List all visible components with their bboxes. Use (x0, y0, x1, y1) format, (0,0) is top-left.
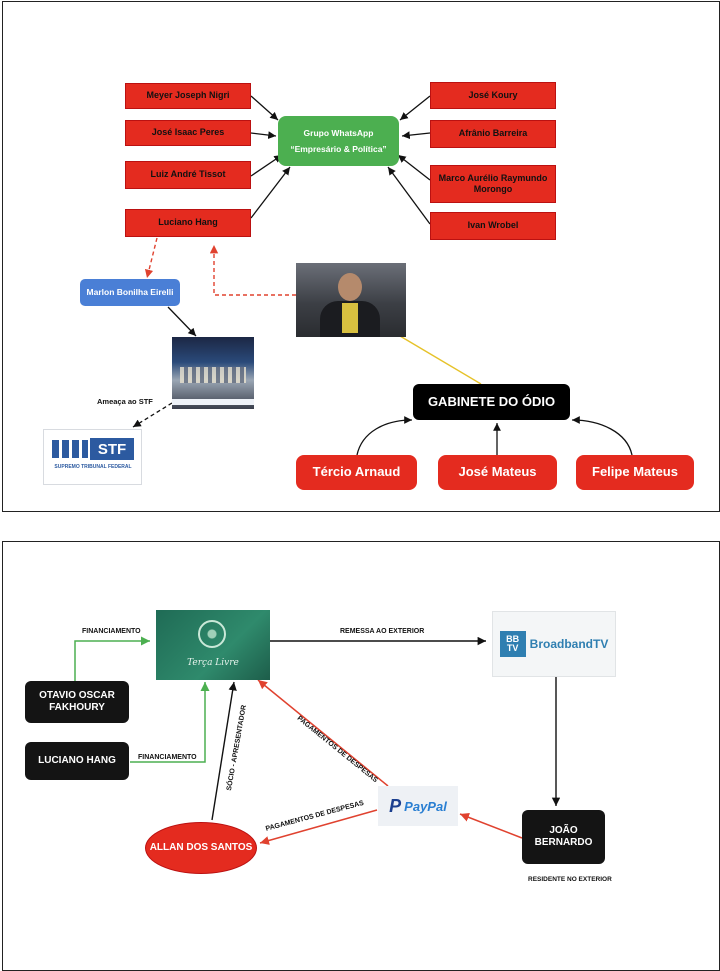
edge-tissot-hub (250, 154, 283, 177)
edge-isaac-hub (250, 131, 277, 139)
news-photo-caption-bar (172, 399, 254, 405)
member-marco-aurelio-morongo: Marco Aurélio Raymundo Morongo (430, 165, 556, 203)
stf-logo-subtitle: SUPREMO TRIBUNAL FEDERAL (54, 464, 132, 470)
edge-hang-hub (250, 166, 291, 219)
member-felipe-mateus: Felipe Mateus (576, 455, 694, 490)
edge-allan-terca (211, 681, 237, 821)
news-photo (172, 337, 254, 409)
label-financiamento-luciano: FINANCIAMENTO (138, 754, 197, 761)
edge-photo-stf (132, 402, 173, 428)
member-luciano-hang: Luciano Hang (125, 209, 251, 237)
person-shirt (342, 303, 358, 333)
broadbandtv-logo: BB TV BroadbandTV (492, 611, 616, 677)
person-photo (296, 263, 406, 337)
person-head (338, 273, 362, 301)
member-afranio-barreira: Afrânio Barreira (430, 120, 556, 148)
node-luciano-hang: LUCIANO HANG (25, 742, 129, 780)
edge-koury-hub (399, 95, 431, 121)
edge-paypal-terca (257, 679, 389, 787)
terca-livre-logo: Terça Livre (156, 610, 270, 680)
node-otavio-oscar-fakhoury: OTAVIO OSCAR FAKHOURY (25, 681, 129, 723)
paypal-logo: P PayPal (378, 786, 458, 826)
member-luiz-andre-tissot: Luiz André Tissot (125, 161, 251, 189)
label-financiamento-otavio: FINANCIAMENTO (82, 628, 141, 635)
node-allan-dos-santos: ALLAN DOS SANTOS (145, 822, 257, 874)
member-ivan-wrobel: Ivan Wrobel (430, 212, 556, 240)
node-gabinete-do-odio: GABINETE DO ÓDIO (413, 384, 570, 420)
edge-felipe-gabinete (571, 416, 633, 456)
hub-line2: “Empresário & Política” (290, 143, 387, 154)
member-meyer-joseph-nigri: Meyer Joseph Nigri (125, 83, 251, 109)
panel-whatsapp-network (2, 1, 720, 512)
edge-photo-gabinete (399, 335, 482, 385)
edge-morongo-hub (397, 154, 431, 181)
label-remessa-exterior: REMESSA AO EXTERIOR (340, 628, 425, 635)
member-jose-isaac-peres: José Isaac Peres (125, 120, 251, 146)
node-joao-bernardo: JOÃO BERNARDO (522, 810, 605, 864)
stf-logo-text: STF (90, 438, 134, 460)
hub-line1: Grupo WhatsApp (303, 127, 374, 138)
news-photo-crowd (180, 367, 246, 383)
member-jose-mateus: José Mateus (438, 455, 557, 490)
edge-wrobel-hub (387, 166, 431, 225)
hub-grupo-whatsapp: Grupo WhatsApp “Empresário & Política” (278, 116, 399, 166)
edge-meyer-hub (250, 95, 279, 121)
edge-afranio-hub (401, 131, 431, 140)
edge-otavio-terca (74, 636, 150, 681)
node-marlon-bonilha-eirelli: Marlon Bonilha Eirelli (80, 279, 180, 306)
edge-joao-paypal (459, 813, 523, 839)
edge-luciano-terca (130, 682, 210, 763)
terca-livre-mandala-icon (198, 620, 226, 648)
paypal-text: PayPal (404, 798, 447, 814)
edge-photo-hang (209, 245, 296, 296)
paypal-p-icon: P (389, 795, 402, 816)
broadbandtv-text: BroadbandTV (529, 637, 609, 651)
label-ameaca-stf: Ameaça ao STF (97, 397, 153, 406)
broadbandtv-mark: BB TV (499, 631, 526, 657)
terca-livre-name: Terça Livre (187, 658, 239, 668)
member-tercio-arnaud: Tércio Arnaud (296, 455, 417, 490)
edge-marlon-photo (167, 306, 197, 337)
edge-paypal-allan (259, 809, 378, 845)
stf-logo-mark (52, 440, 88, 458)
stf-logo: STF SUPREMO TRIBUNAL FEDERAL (43, 429, 142, 485)
member-jose-koury: José Koury (430, 82, 556, 109)
label-residente-exterior: RESIDENTE NO EXTERIOR (528, 876, 612, 883)
edge-tercio-gabinete (356, 416, 413, 456)
